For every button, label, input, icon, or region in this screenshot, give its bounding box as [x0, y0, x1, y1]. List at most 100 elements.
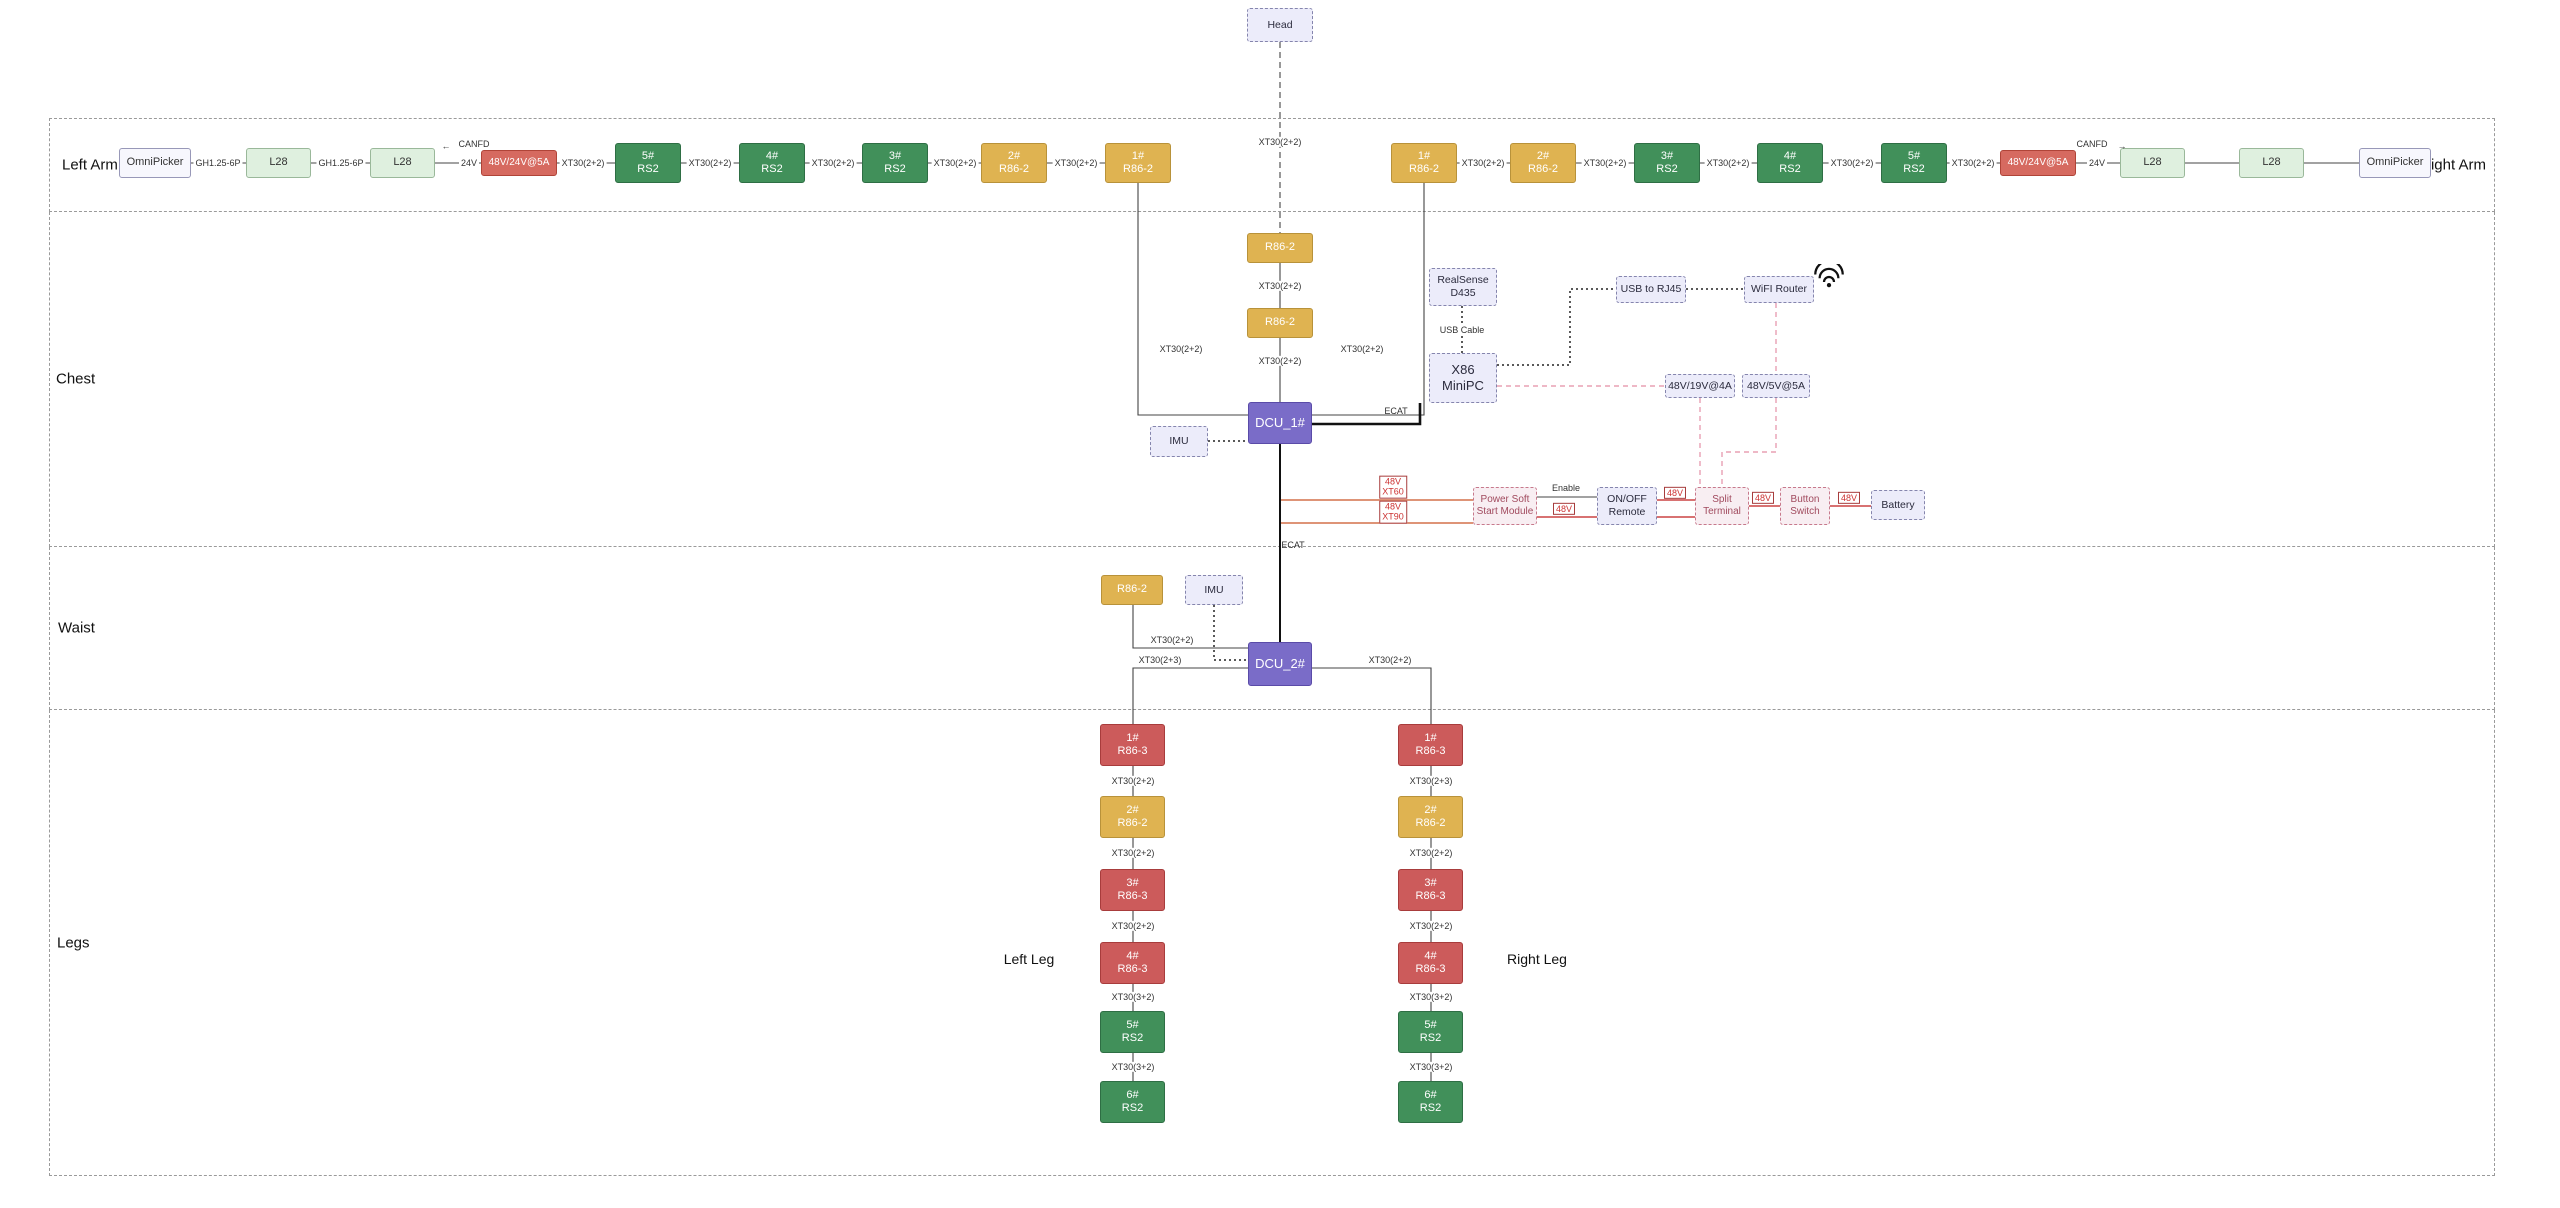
edge-label-13: XT30(2+2) — [1828, 157, 1876, 169]
r86-2-chest-lower: R86-2 — [1247, 308, 1313, 338]
edge-label-11: XT30(2+2) — [1581, 157, 1629, 169]
edge-label-31: 48V — [1837, 491, 1861, 505]
rs2-5-left-arm: 5#RS2 — [615, 143, 681, 183]
edge-label-39: XT30(3+2) — [1109, 991, 1157, 1003]
r86-3-3-left-leg: 3#R86-3 — [1100, 869, 1165, 911]
wire-38 — [1132, 605, 1248, 649]
edge-label-16: → — [2117, 140, 2127, 151]
dcu-2: DCU_2# — [1248, 642, 1312, 686]
left-leg-label: Left Leg — [1003, 950, 1055, 967]
edge-label-21: XT30(2+2) — [1157, 343, 1205, 355]
edge-label-0: GH1.25-6P — [193, 157, 243, 169]
section-label-chest: Chest — [56, 370, 96, 388]
edge-label-5: XT30(2+2) — [559, 157, 607, 169]
edge-label-33: XT30(2+2) — [1148, 634, 1196, 646]
band-legs: Legs — [49, 710, 2495, 1176]
edge-label-6: XT30(2+2) — [686, 157, 734, 169]
wifi-icon — [1814, 259, 1844, 290]
rs2-5-right-arm: 5#RS2 — [1881, 143, 1947, 183]
rs2-4-left-arm: 4#RS2 — [739, 143, 805, 183]
edge-label-24: USB Cable — [1437, 324, 1487, 336]
usb-to-rj45: USB to RJ45 — [1616, 276, 1686, 303]
rs2-6-right-leg: 6#RS2 — [1398, 1081, 1463, 1123]
edge-label-28: 48V — [1552, 502, 1576, 516]
band-arms: Left Arm Right Arm — [49, 118, 2495, 212]
r86-2-2-left-leg: 2#R86-2 — [1100, 796, 1165, 838]
edge-label-40: XT30(3+2) — [1109, 1061, 1157, 1073]
edge-label-2: ← — [441, 140, 451, 151]
edge-label-8: XT30(2+2) — [931, 157, 979, 169]
edge-label-26: 48V XT90 — [1379, 500, 1407, 524]
edge-label-7: XT30(2+2) — [809, 157, 857, 169]
edge-label-22: XT30(2+2) — [1338, 343, 1386, 355]
edge-label-35: XT30(2+2) — [1366, 654, 1414, 666]
dcdc-48v24v-left: 48V/24V@5A — [481, 150, 557, 176]
edge-label-14: XT30(2+2) — [1949, 157, 1997, 169]
r86-2-chest-upper: R86-2 — [1247, 233, 1313, 263]
r86-2-right-arm-2: 2#R86-2 — [1510, 143, 1576, 183]
edge-label-29: 48V — [1663, 486, 1687, 500]
edge-label-12: XT30(2+2) — [1704, 157, 1752, 169]
edge-label-41: XT30(2+3) — [1407, 775, 1455, 787]
dcu-1: DCU_1# — [1248, 402, 1312, 444]
wire-20 — [1312, 183, 1425, 416]
battery: Battery — [1871, 490, 1925, 520]
edge-label-15: CANFD — [2076, 138, 2108, 149]
edge-label-23: ECAT — [1384, 405, 1408, 416]
wire-19 — [1137, 183, 1248, 416]
section-label-left-arm: Left Arm — [62, 156, 118, 174]
l28-left-1: L28 — [246, 148, 311, 178]
edge-label-9: XT30(2+2) — [1052, 157, 1100, 169]
edge-label-4: 24V — [458, 157, 480, 169]
band-chest: Chest — [49, 212, 2495, 547]
head: Head — [1247, 8, 1313, 42]
edge-label-45: XT30(3+2) — [1407, 1061, 1455, 1073]
edge-label-37: XT30(2+2) — [1109, 847, 1157, 859]
rs2-5-right-leg: 5#RS2 — [1398, 1011, 1463, 1053]
edge-label-17: 24V — [2086, 157, 2108, 169]
rs2-3-left-arm: 3#RS2 — [862, 143, 928, 183]
edge-label-3: CANFD — [458, 138, 490, 149]
imu-chest: IMU — [1150, 426, 1208, 457]
r86-3-4-left-leg: 4#R86-3 — [1100, 942, 1165, 984]
dcdc-48v19v: 48V/19V@4A — [1665, 374, 1735, 398]
l28-right-1: L28 — [2120, 148, 2185, 178]
wire-29 — [1721, 398, 1777, 487]
rs2-4-right-arm: 4#RS2 — [1757, 143, 1823, 183]
edge-label-34: XT30(2+3) — [1136, 654, 1184, 666]
section-label-waist: Waist — [58, 619, 95, 637]
r86-2-right-arm-1: 1#R86-2 — [1391, 143, 1457, 183]
r86-2-left-arm-1: 1#R86-2 — [1105, 143, 1171, 183]
dcdc-48v24v-right: 48V/24V@5A — [2000, 150, 2076, 176]
r86-2-2-right-leg: 2#R86-2 — [1398, 796, 1463, 838]
omnipicker-left: OmniPicker — [119, 148, 191, 178]
rs2-6-left-leg: 6#RS2 — [1100, 1081, 1165, 1123]
imu-waist: IMU — [1185, 575, 1243, 605]
rs2-3-right-arm: 3#RS2 — [1634, 143, 1700, 183]
omnipicker-right: OmniPicker — [2359, 148, 2431, 178]
wire-22 — [1312, 403, 1422, 426]
edge-label-36: XT30(2+2) — [1109, 775, 1157, 787]
l28-right-2: L28 — [2239, 148, 2304, 178]
edge-label-42: XT30(2+2) — [1407, 847, 1455, 859]
edge-label-18: XT30(2+2) — [1256, 136, 1304, 148]
wifi-router: WiFI Router — [1744, 276, 1814, 303]
edge-label-43: XT30(2+2) — [1407, 920, 1455, 932]
r86-2-waist: R86-2 — [1101, 575, 1163, 605]
edge-label-32: ECAT — [1281, 539, 1305, 550]
wire-40 — [1132, 667, 1248, 724]
r86-3-4-right-leg: 4#R86-3 — [1398, 942, 1463, 984]
wire-25 — [1497, 288, 1616, 366]
edge-label-25: 48V XT60 — [1379, 475, 1407, 499]
edge-label-10: XT30(2+2) — [1459, 157, 1507, 169]
wire-39 — [1213, 605, 1248, 661]
r86-3-1-right-leg: 1#R86-3 — [1398, 724, 1463, 766]
dcdc-48v5v: 48V/5V@5A — [1742, 374, 1810, 398]
